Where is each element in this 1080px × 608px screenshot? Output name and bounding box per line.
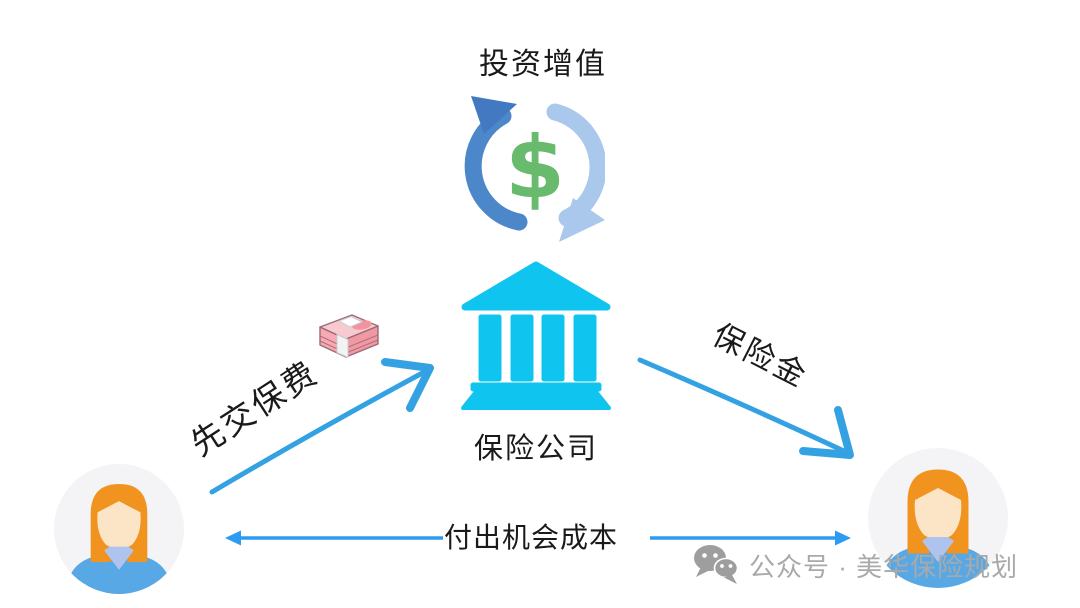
avatar-collar <box>104 546 134 570</box>
money-cycle-icon: $ <box>464 96 605 242</box>
bank-roof <box>461 261 611 311</box>
avatar-face <box>914 488 962 540</box>
dollar-sign-icon: $ <box>505 118 565 218</box>
insurance-company-label: 保险公司 <box>473 433 599 465</box>
bank-column <box>478 314 502 382</box>
bank-base <box>461 391 611 410</box>
cycle-arrowhead-top-icon <box>471 96 517 134</box>
bank-column <box>573 314 597 382</box>
cash-stack-icon <box>319 314 379 359</box>
avatar-shirt <box>880 542 996 588</box>
bank-step <box>470 382 602 392</box>
cash-strap-front <box>336 333 349 359</box>
bank-column <box>510 314 534 382</box>
benefit-arrowhead-icon <box>799 406 854 459</box>
woman-avatar-icon <box>868 448 1008 588</box>
opportunity-cost-label: 付出机会成本 <box>443 522 619 553</box>
bank-column <box>541 314 565 382</box>
cycle-arrowhead-bottom-icon <box>559 198 605 242</box>
premium-arrowhead-icon <box>381 358 434 412</box>
avatar-shirt <box>65 551 173 594</box>
wechat-icon <box>694 545 739 584</box>
benefit-arrow-curve <box>637 357 849 455</box>
avatar-face <box>97 501 141 549</box>
bank-icon <box>461 261 611 410</box>
opportunity-arrowhead-left-icon <box>225 530 241 546</box>
watermark-text: 公众号 · 美华保险规划 <box>749 551 1019 582</box>
premium-label: 先交保费 <box>183 353 325 463</box>
investment-growth-label: 投资增值 <box>479 48 607 81</box>
person-right-avatar <box>868 448 1008 588</box>
watermark: 公众号 · 美华保险规划 <box>692 544 1018 586</box>
woman-avatar-icon <box>54 464 184 594</box>
person-left-avatar <box>54 464 184 594</box>
cash-strap-top <box>337 315 364 328</box>
benefit-label: 保险金 <box>707 316 815 395</box>
avatar-collar <box>922 537 954 562</box>
